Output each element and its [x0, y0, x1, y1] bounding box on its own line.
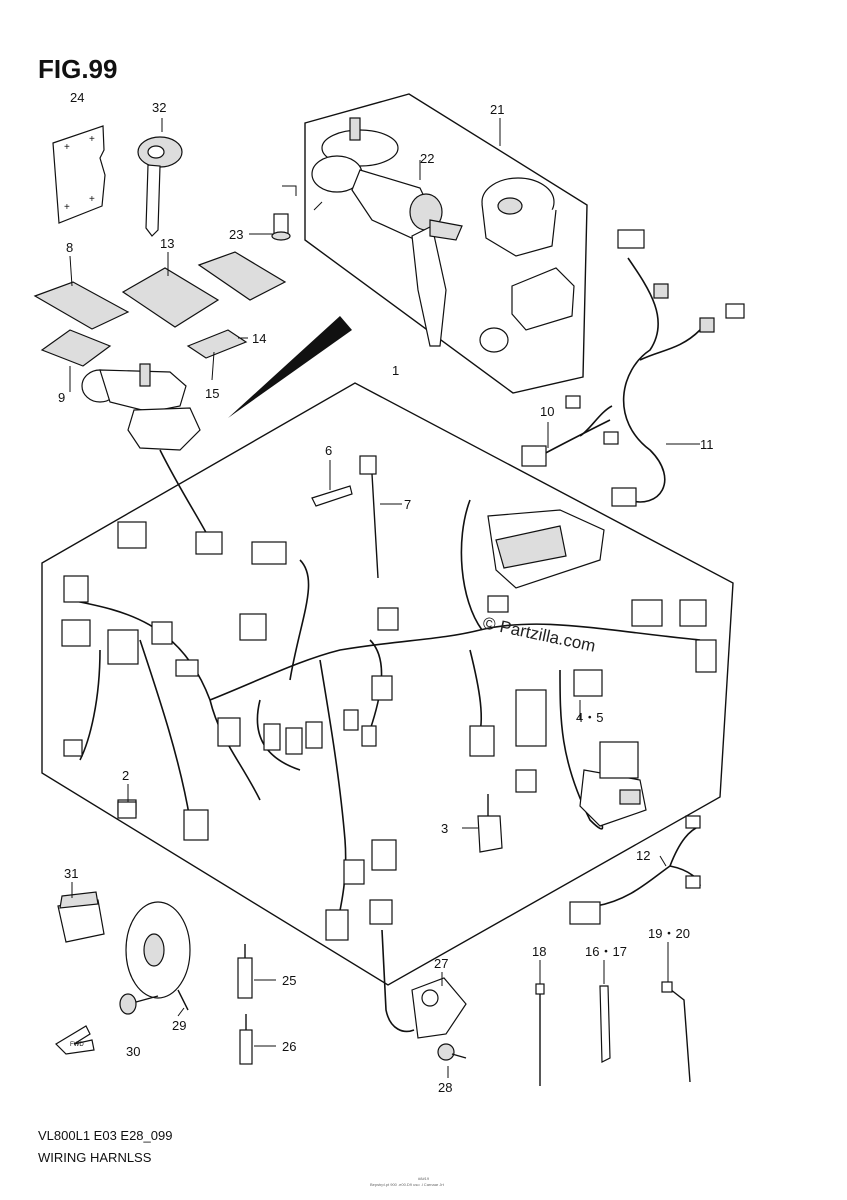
harness-connectors: [61, 521, 717, 941]
callout-16-17: 16・17: [585, 944, 627, 959]
bolt-part-28: [437, 1043, 467, 1061]
callout-4-5: 4・5: [576, 710, 603, 725]
callout-21: 21: [490, 102, 504, 117]
fuel-cap-lock: [481, 177, 557, 257]
sub-harness-11: [611, 229, 745, 507]
lock-cylinder: [479, 267, 575, 353]
svg-text:FWD: FWD: [70, 1042, 84, 1048]
clamp-part-6: [311, 485, 353, 507]
callout-18: 18: [532, 944, 546, 959]
pointer-arrow: [228, 316, 352, 418]
switch-part-26: [239, 1014, 253, 1065]
svg-text:+: +: [64, 202, 70, 213]
callout-1: 1: [392, 363, 399, 378]
callout-28: 28: [438, 1080, 452, 1095]
front-arrow-icon: FWD: [55, 1025, 95, 1055]
callout-25: 25: [282, 973, 296, 988]
part-2: [117, 801, 137, 819]
footer-tiny-note: Bepstrpl.pt 900 .e00.D9 uso .l Carnaar J…: [370, 1182, 445, 1187]
bolt-part-30: [119, 993, 159, 1015]
part-3-sensor: [477, 794, 503, 853]
watermark: © Partzilla.com: [481, 613, 597, 655]
callout-14: 14: [252, 331, 266, 346]
callout-26: 26: [282, 1039, 296, 1054]
callout-12: 12: [636, 848, 650, 863]
leader-lines: [69, 118, 700, 1078]
switch-part-25: [237, 944, 253, 999]
fuse-box: [579, 741, 647, 827]
svg-text:+: +: [64, 142, 70, 153]
ties: [535, 981, 691, 1086]
callout-24: 24: [70, 90, 84, 105]
callout-31: 31: [64, 866, 78, 881]
callout-3: 3: [441, 821, 448, 836]
callout-23: 23: [229, 227, 243, 242]
plate-part-24: + + + +: [52, 125, 106, 224]
ignition-set-box: [304, 93, 588, 394]
tie-part-7: [359, 455, 379, 579]
harness-box: [41, 382, 734, 986]
callout-13: 13: [160, 236, 174, 251]
callout-7: 7: [404, 497, 411, 512]
callout-32: 32: [152, 100, 166, 115]
sensor-part-27: [381, 929, 467, 1039]
horn-part-29: [125, 901, 191, 1011]
callout-9: 9: [58, 390, 65, 405]
svg-text:+: +: [89, 194, 95, 205]
callout-8: 8: [66, 240, 73, 255]
callout-6: 6: [325, 443, 332, 458]
callout-30: 30: [126, 1044, 140, 1059]
relay-part-31: [57, 891, 105, 943]
callout-15: 15: [205, 386, 219, 401]
label-stickers: [33, 251, 287, 367]
svg-text:+: +: [89, 134, 95, 145]
callout-2: 2: [122, 768, 129, 783]
steering-lock: [81, 363, 201, 451]
sub-harness-12: [569, 815, 701, 925]
callout-29: 29: [172, 1018, 186, 1033]
callout-22: 22: [420, 151, 434, 166]
callout-27: 27: [434, 956, 448, 971]
callout-10: 10: [540, 404, 554, 419]
figure-title: FIG.99: [38, 54, 117, 84]
footer-section-name: WIRING HARNLSS: [38, 1150, 152, 1165]
sub-harness-10: [521, 395, 619, 467]
footer-tiny-code: #8#19: [418, 1176, 430, 1181]
ignition-switch: [311, 117, 463, 347]
screw-part-23: [271, 185, 323, 241]
callout-19-20: 19・20: [648, 926, 690, 941]
footer-model-code: VL800L1 E03 E28_099: [38, 1128, 172, 1143]
key-part-32: [137, 136, 183, 237]
callout-11: 11: [700, 437, 714, 452]
ecm-connector-block: [487, 509, 605, 589]
